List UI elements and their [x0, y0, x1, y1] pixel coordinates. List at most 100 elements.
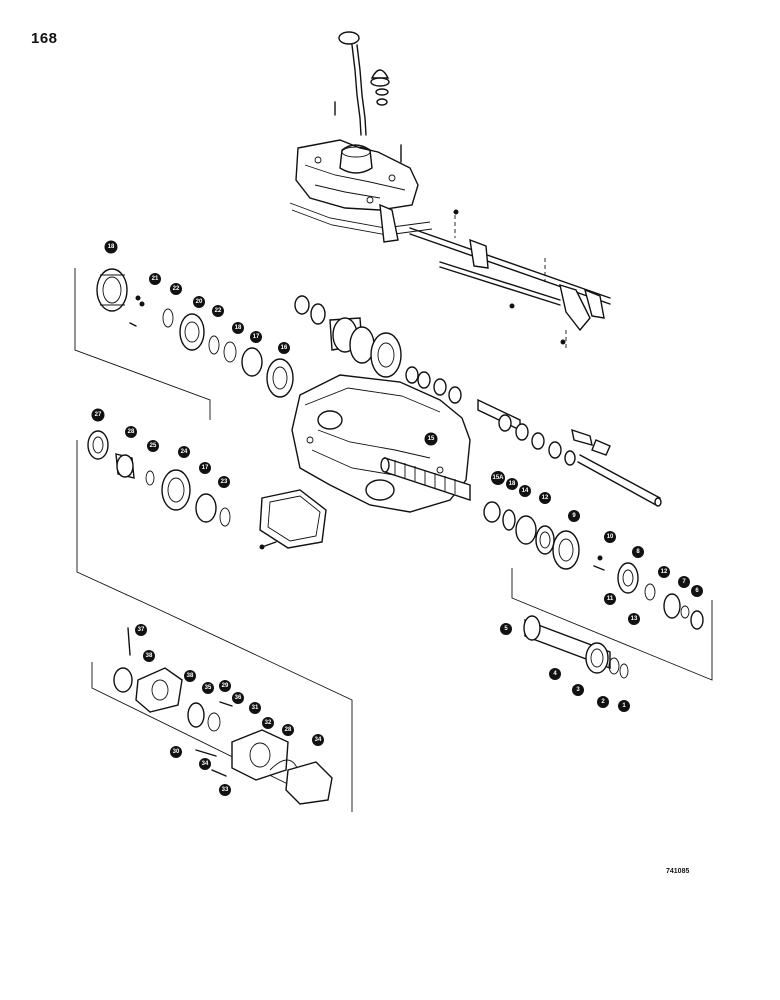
callout-5: 5	[500, 623, 512, 635]
callout-4: 4	[549, 668, 561, 680]
svg-text:9: 9	[572, 513, 576, 519]
callout-20: 20	[193, 296, 205, 308]
svg-text:4: 4	[553, 671, 557, 677]
figure-code: 741085	[666, 868, 690, 875]
callout-28: 28	[125, 426, 137, 438]
callout-7: 7	[678, 576, 690, 588]
callout-2: 2	[597, 696, 609, 708]
svg-text:22: 22	[173, 286, 180, 292]
svg-text:27: 27	[95, 412, 102, 418]
svg-text:2: 2	[601, 699, 605, 705]
callout-22: 22	[212, 305, 224, 317]
svg-text:21: 21	[152, 276, 159, 282]
callout-30: 30	[170, 746, 182, 758]
svg-text:33: 33	[222, 787, 229, 793]
svg-text:30: 30	[173, 749, 180, 755]
svg-text:22: 22	[215, 308, 222, 314]
svg-text:32: 32	[265, 720, 272, 726]
svg-text:16: 16	[281, 345, 288, 351]
svg-text:1: 1	[622, 703, 626, 709]
svg-text:13: 13	[631, 616, 638, 622]
svg-text:25: 25	[150, 443, 157, 449]
callout-18: 18	[104, 240, 118, 254]
svg-text:36: 36	[235, 695, 242, 701]
callout-labels: 18 21 22 20 22 18 17 16 27 28 25 24 17 2…	[91, 240, 703, 796]
callout-31: 31	[249, 702, 261, 714]
svg-text:17: 17	[202, 465, 209, 471]
shifter-cover-housing	[289, 139, 433, 236]
mainshaft	[380, 457, 580, 570]
svg-text:3: 3	[576, 687, 580, 693]
svg-text:38: 38	[187, 673, 194, 679]
left-upper-gear-group	[74, 268, 294, 420]
svg-text:7: 7	[682, 579, 686, 585]
svg-text:18: 18	[108, 244, 115, 250]
svg-text:10: 10	[607, 534, 614, 540]
svg-text:29: 29	[222, 683, 229, 689]
callout-28: 28	[282, 724, 294, 736]
callout-16: 16	[278, 342, 290, 354]
callout-17: 17	[199, 462, 211, 474]
callout-8: 8	[632, 546, 644, 558]
svg-text:28: 28	[285, 727, 292, 733]
callout-34: 34	[199, 758, 211, 770]
svg-text:28: 28	[128, 429, 135, 435]
svg-text:14: 14	[522, 488, 529, 494]
callout-12: 12	[658, 566, 670, 578]
svg-text:12: 12	[661, 569, 668, 575]
callout-6: 6	[691, 585, 703, 597]
svg-text:17: 17	[253, 334, 260, 340]
svg-text:35: 35	[205, 685, 212, 691]
svg-text:24: 24	[181, 449, 188, 455]
left-lower-gear-group	[76, 430, 353, 812]
svg-text:20: 20	[196, 299, 203, 305]
callout-13: 13	[628, 613, 640, 625]
callout-15a: 15A	[491, 471, 505, 485]
svg-text:12: 12	[542, 495, 549, 501]
callout-24: 24	[178, 446, 190, 458]
callout-23: 23	[218, 476, 230, 488]
shift-rails-and-forks	[379, 203, 611, 350]
callout-15: 15	[424, 432, 438, 446]
callout-18: 18	[506, 478, 518, 490]
callout-27: 27	[91, 408, 105, 422]
callout-22: 22	[170, 283, 182, 295]
callout-29: 29	[219, 680, 231, 692]
svg-text:34: 34	[315, 737, 322, 743]
svg-text:8: 8	[636, 549, 640, 555]
countershaft-gear-cluster	[294, 295, 576, 466]
svg-text:18: 18	[235, 325, 242, 331]
svg-text:18: 18	[509, 481, 516, 487]
callout-33: 33	[219, 784, 231, 796]
callout-18: 18	[232, 322, 244, 334]
cover-plate-and-gasket	[259, 489, 327, 550]
svg-text:5: 5	[504, 626, 508, 632]
callout-12: 12	[539, 492, 551, 504]
svg-text:6: 6	[695, 588, 699, 594]
svg-text:37: 37	[138, 627, 145, 633]
callout-32: 32	[262, 717, 274, 729]
callout-35: 35	[202, 682, 214, 694]
callout-11: 11	[604, 593, 616, 605]
right-output-group	[511, 555, 713, 681]
callout-36: 36	[232, 692, 244, 704]
svg-text:38: 38	[146, 653, 153, 659]
callout-37: 37	[135, 624, 147, 636]
svg-text:31: 31	[252, 705, 259, 711]
callout-14: 14	[519, 485, 531, 497]
callout-38: 38	[184, 670, 196, 682]
reverse-idler-shaft	[571, 428, 662, 507]
callout-25: 25	[147, 440, 159, 452]
shift-lever-assembly	[334, 31, 402, 163]
svg-text:23: 23	[221, 479, 228, 485]
rear-bearing-housing-group	[91, 627, 333, 805]
callout-38: 38	[143, 650, 155, 662]
callout-3: 3	[572, 684, 584, 696]
svg-text:11: 11	[607, 596, 614, 602]
callout-34: 34	[312, 734, 324, 746]
page-number: 168	[31, 30, 58, 47]
callout-21: 21	[149, 273, 161, 285]
callout-10: 10	[604, 531, 616, 543]
